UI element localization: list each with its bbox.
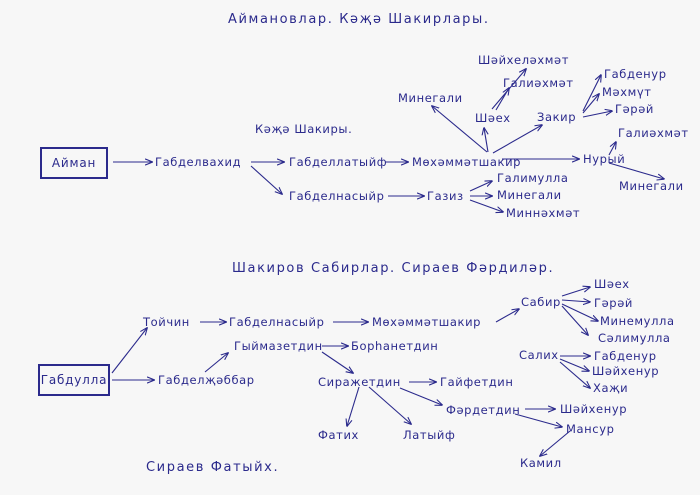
arrow-sirajetdin-fardetdin <box>399 387 442 405</box>
kaja-shakir-label: Кәҗә Шакиры. <box>255 122 353 136</box>
node-salimulla: Сәлимулла <box>598 331 671 345</box>
arrow-sabir-garay <box>561 300 590 302</box>
node-galiahmat-2: Галиәхмәт <box>618 126 689 140</box>
node-galimulla: Галимулла <box>497 171 569 185</box>
node-mahmut: Мәхмүт <box>602 85 652 99</box>
node-nuryi: Нурый <box>583 152 626 166</box>
arrow-salih-shayhenur <box>559 358 589 371</box>
node-gabdelvakhid: Габделвахид <box>155 155 242 169</box>
arrow-sirajetdin-fatih <box>347 386 360 426</box>
arrow-salih-hadzhi <box>559 361 590 388</box>
arrow-zakir-mahmut <box>582 94 599 114</box>
node-gabdulla: Габдулла <box>38 364 110 396</box>
arrow-zakir-garay <box>582 111 612 118</box>
arrow-mohammatshakir-zakir <box>492 125 542 154</box>
arrow-mohammatshakir-minegali <box>432 106 488 153</box>
node-hadzhi: Хаҗи <box>593 381 629 395</box>
node-shayhenur-2: Шәйхенур <box>560 402 628 416</box>
arrow-shaeh-galiahmat <box>495 88 509 111</box>
arrow-sabir-shaeh <box>561 287 590 297</box>
node-sirajetdin: Сиражетдин <box>318 375 401 389</box>
arrow-gabdulla-toychin <box>111 328 147 374</box>
arrow-gyimazetdin-sirajetdin <box>321 351 353 373</box>
arrow-zakir-gabdenur <box>582 75 601 112</box>
node-minegali-2: Минегали <box>497 188 562 202</box>
node-gabdenur-2: Габденур <box>594 349 657 363</box>
node-salih: Салих <box>519 348 559 362</box>
node-latyif: Латыйф <box>403 428 456 442</box>
arrow-sabir-minemulla <box>561 303 598 321</box>
node-gabdelnasyir-1: Габделнасыйр <box>289 189 385 203</box>
node-gaziz: Газиз <box>427 189 464 203</box>
node-gabdeljabbar: Габделҗәббар <box>158 373 255 387</box>
node-zakir: Закир <box>537 110 577 124</box>
arrow-sabir-salimulla <box>561 305 588 335</box>
node-shaeh-2: Шәех <box>594 277 630 291</box>
node-galiahmat-1: Галиәхмәт <box>503 76 574 90</box>
node-ayman: Айман <box>40 147 108 179</box>
node-fardetdin: Фәрдетдин <box>446 403 521 417</box>
node-fatih: Фатих <box>318 428 359 442</box>
arrow-mohammatshakir-sabir <box>495 309 519 323</box>
arrow-nuryi-minegali <box>608 162 664 179</box>
arrow-gaziz-minnahmat <box>469 199 503 212</box>
node-gyimazetdin: Гыймазетдин <box>234 339 323 353</box>
arrow-sirajetdin-latyif <box>368 386 411 424</box>
node-shayhelahmat: Шәйхеләхмәт <box>478 53 570 67</box>
node-garay-2: Гәрәй <box>594 296 633 310</box>
node-mansur: Мансур <box>566 422 615 436</box>
arrow-mohammatshakir-shaeh <box>484 128 488 153</box>
node-minnahmat: Миннәхмәт <box>506 206 581 220</box>
node-minegali-3: Минегали <box>619 179 684 193</box>
node-gayfetdin: Гайфетдин <box>440 375 514 389</box>
arrow-gabdelvakhid-gabdelnasyir <box>250 165 282 194</box>
arrow-gaziz-galimulla <box>469 181 492 192</box>
node-kamil: Камил <box>520 456 562 470</box>
node-borhanetdin: Борһанетдин <box>351 339 439 353</box>
node-shaeh-1: Шәех <box>475 111 511 125</box>
node-mohammatshakir-2: Мөхәммәтшакир <box>372 315 482 329</box>
node-toychin: Тойчин <box>143 315 190 329</box>
footer-title-siraev-fatyih: Сираев Фатыйх. <box>146 460 280 475</box>
node-gabdelnasyir-2: Габделнасыйр <box>229 315 325 329</box>
node-sabir: Сабир <box>521 295 561 309</box>
arrow-gabdeljabbar-gyimazetdin <box>204 353 228 373</box>
node-garay-1: Гәрәй <box>615 102 654 116</box>
node-minegali-1: Минегали <box>398 91 463 105</box>
arrow-nuryi-galiahmat <box>608 142 616 156</box>
main-title: Аймановлар. Кәҗә Шакирлары. <box>228 12 490 27</box>
node-gabdellatyif: Габделлатыйф <box>289 155 388 169</box>
node-mohammatshakir-1: Мөхәммәтшакир <box>412 155 522 169</box>
arrow-mansur-kamil <box>540 430 571 456</box>
node-minemulla: Минемулла <box>600 314 675 328</box>
section-title-shakirov-siraev: Шакиров Сабирлар. Сираев Фәрдиләр. <box>232 261 555 276</box>
arrow-fardetdin-mansur <box>514 413 562 427</box>
node-gabdenur-1: Габденур <box>604 67 667 81</box>
node-shayhenur-1: Шәйхенур <box>592 364 660 378</box>
